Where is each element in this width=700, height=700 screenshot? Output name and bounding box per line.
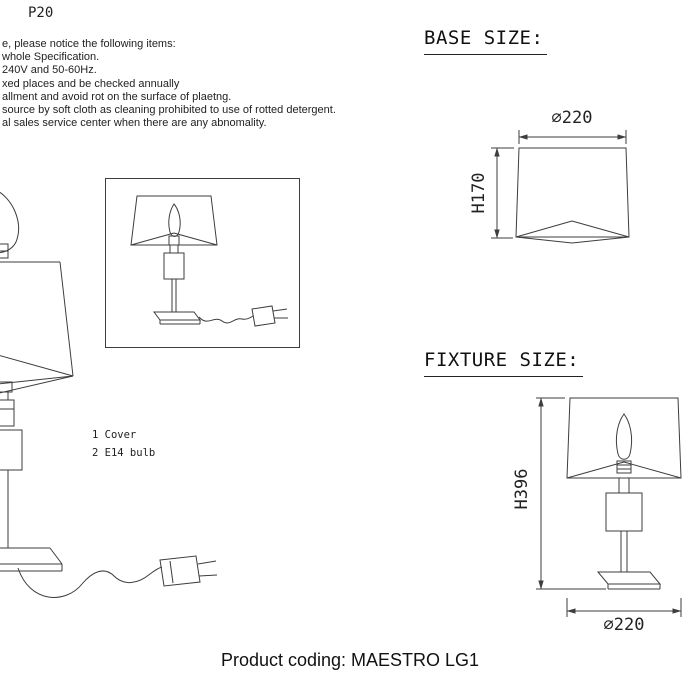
base-size-heading: BASE SIZE: — [424, 27, 548, 55]
product-coding-text: Product coding: MAESTRO LG1 — [220, 650, 480, 670]
notice-line: 240V and 50-60Hz. — [2, 64, 97, 77]
plug-icon — [159, 555, 218, 587]
notice-line: whole Specification. — [2, 51, 100, 64]
fixture-size-drawing — [536, 397, 682, 617]
notice-line: xed places and be checked annually — [2, 77, 180, 90]
fixture-height-label: H396 — [512, 468, 532, 510]
notice-list: e, please notice the following items: wh… — [2, 38, 336, 130]
notice-line: al sales service center when there are a… — [2, 117, 267, 130]
base-diameter-label: ⌀220 — [551, 108, 593, 128]
assembled-lamp-box — [105, 178, 300, 348]
fixture-size-heading-wrap: FIXTURE SIZE: — [424, 349, 584, 377]
exploded-lamp-drawing — [0, 191, 218, 598]
notice-line: source by soft cloth as cleaning prohibi… — [2, 104, 336, 117]
part-item-cover: 1 Cover — [92, 429, 137, 441]
notice-line: e, please notice the following items: — [2, 38, 176, 50]
fixture-diameter-label: ⌀220 — [603, 615, 645, 635]
plug-icon — [251, 305, 288, 327]
base-height-label: H170 — [469, 172, 489, 214]
fixture-size-heading: FIXTURE SIZE: — [424, 349, 584, 377]
assembled-lamp-drawing — [130, 195, 288, 327]
part-item-bulb: 2 E14 bulb — [92, 447, 156, 459]
base-size-drawing — [491, 130, 630, 244]
notice-line: allment and avoid rot on the surface of … — [2, 90, 232, 103]
parts-legend: 1 Cover 2 E14 bulb — [92, 426, 155, 462]
base-size-heading-wrap: BASE SIZE: — [424, 27, 548, 55]
ip-rating-text: P20 — [28, 5, 54, 21]
